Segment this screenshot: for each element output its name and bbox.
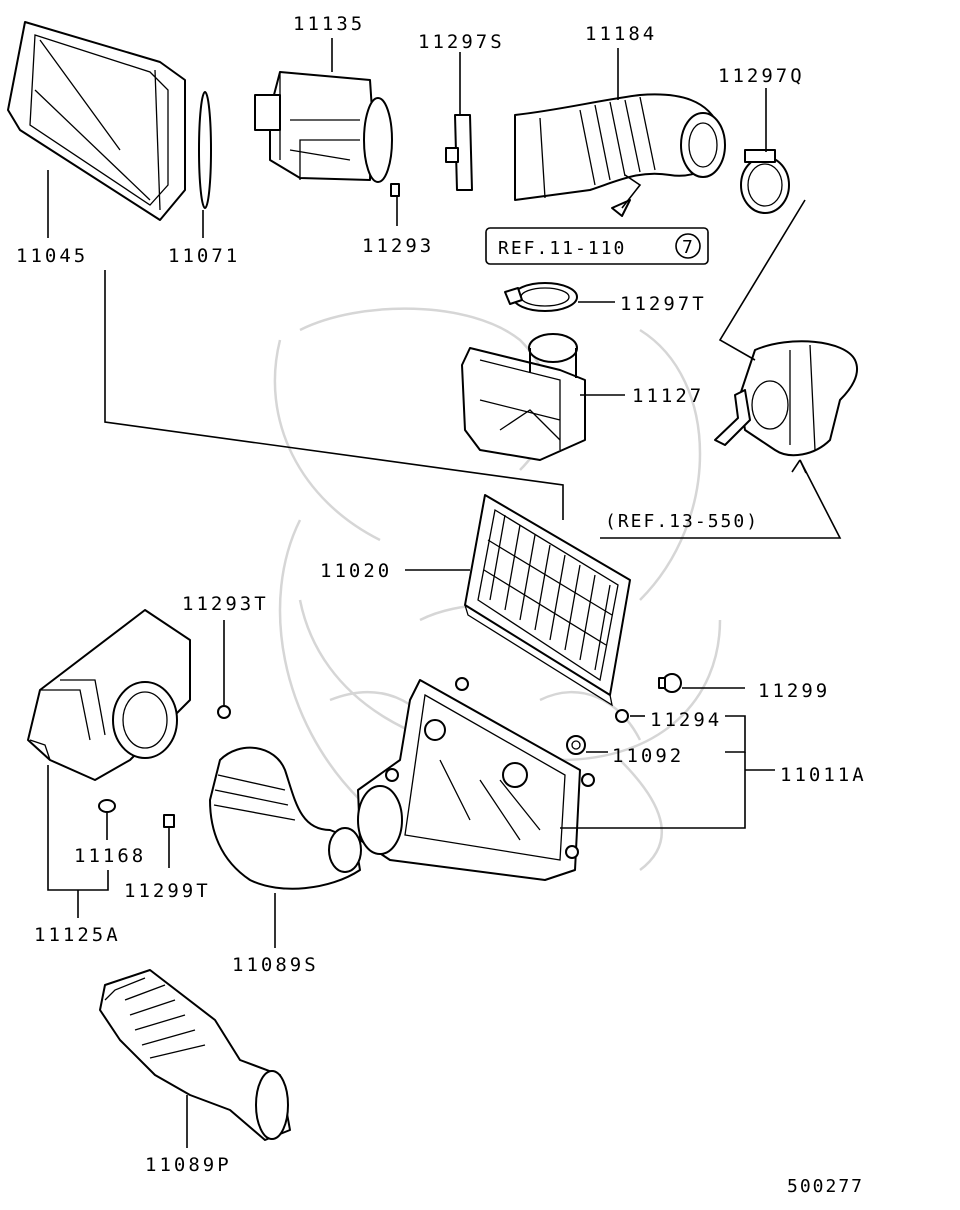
label-11135[interactable]: 11135 <box>293 13 365 35</box>
label-11020[interactable]: 11020 <box>320 560 392 582</box>
diagram-id: 500277 <box>787 1176 864 1197</box>
screw-11293[interactable] <box>390 183 400 197</box>
label-11293T[interactable]: 11293T <box>182 593 269 615</box>
throttle-body[interactable] <box>714 340 859 457</box>
leader-lines <box>47 38 842 1148</box>
reference-intake-circle-text: 7 <box>682 237 695 258</box>
gasket-11071[interactable] <box>198 91 212 209</box>
label-11127[interactable]: 11127 <box>632 385 704 407</box>
air-flow-sensor-11135[interactable] <box>254 71 393 183</box>
intake-hose-11184[interactable] <box>514 93 726 217</box>
label-11089S[interactable]: 11089S <box>232 954 319 976</box>
air-cleaner-cover-11045[interactable] <box>7 21 186 221</box>
air-filter-element-11020[interactable] <box>464 494 631 707</box>
hose-11089S[interactable] <box>209 746 362 890</box>
label-11297S[interactable]: 11297S <box>418 31 505 53</box>
label-11071[interactable]: 11071 <box>168 245 240 267</box>
part-labels: 11135 11297S 11184 11297Q 11045 11071 11… <box>16 13 867 1197</box>
label-11089P[interactable]: 11089P <box>145 1154 232 1176</box>
label-11045[interactable]: 11045 <box>16 245 88 267</box>
hose-11089P[interactable] <box>99 969 291 1141</box>
label-11168[interactable]: 11168 <box>74 845 146 867</box>
label-11294[interactable]: 11294 <box>650 709 722 731</box>
resonator-11127[interactable] <box>461 333 586 461</box>
grommet-11168[interactable] <box>98 799 116 813</box>
reference-intake-text[interactable]: REF.11-110 <box>498 238 626 259</box>
label-11092[interactable]: 11092 <box>612 745 684 767</box>
clamp-11297S[interactable] <box>445 114 473 191</box>
bolt-11299[interactable] <box>658 673 682 693</box>
label-11184[interactable]: 11184 <box>585 23 657 45</box>
label-11011A[interactable]: 11011A <box>780 764 867 786</box>
bolt-11299T[interactable] <box>163 814 175 828</box>
screw-11293T[interactable] <box>217 705 231 719</box>
reference-box-intake[interactable] <box>485 227 709 265</box>
air-cleaner-case-11011A[interactable] <box>357 677 595 881</box>
air-intake-duct-11125A[interactable] <box>27 609 191 781</box>
label-11297T[interactable]: 11297T <box>620 293 707 315</box>
label-11299T[interactable]: 11299T <box>124 880 211 902</box>
reference-throttle-text[interactable]: (REF.13-550) <box>605 511 759 532</box>
clamp-11297Q[interactable] <box>740 149 790 214</box>
grommet-11294[interactable] <box>615 709 629 723</box>
label-11297Q[interactable]: 11297Q <box>718 65 805 87</box>
clamp-11297T[interactable] <box>504 282 578 312</box>
label-11125A[interactable]: 11125A <box>34 924 121 946</box>
grommet-11092[interactable] <box>566 735 586 755</box>
label-11293[interactable]: 11293 <box>362 235 434 257</box>
label-11299[interactable]: 11299 <box>758 680 830 702</box>
